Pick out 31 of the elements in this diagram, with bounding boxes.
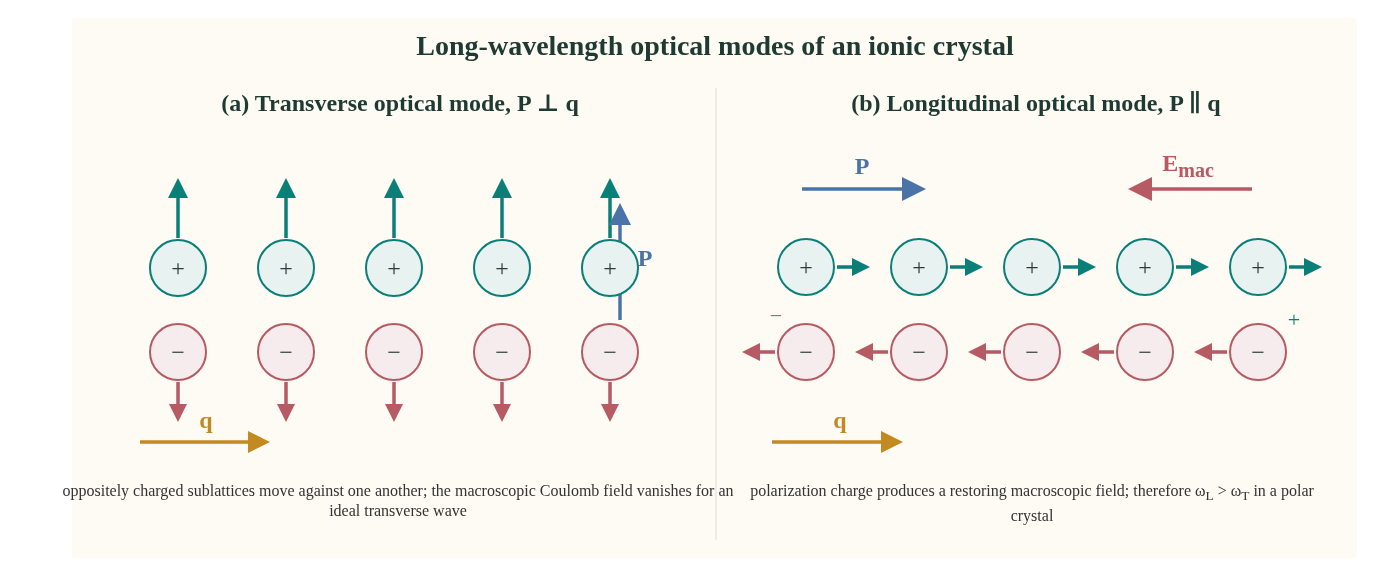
displacement-arrow <box>1176 258 1209 276</box>
vector-label: q <box>199 406 213 434</box>
panel-caption: oppositely charged sublattices move against one another; the macroscopic Coulomb field vanishes for an ideal transverse wave <box>61 481 735 521</box>
panel-heading: (a) Transverse optical mode, P ⊥ q <box>221 89 579 117</box>
displacement-arrow <box>968 343 1001 361</box>
vector-label: E$_{mac}$ <box>1162 150 1214 182</box>
displacement-arrow <box>277 382 295 422</box>
displacement-arrow <box>384 178 404 238</box>
displacement-arrow <box>492 178 512 238</box>
panel-heading: (b) Longitudinal optical mode, P ∥ q <box>851 89 1221 117</box>
displacement-arrow <box>276 178 296 238</box>
displacement-arrow <box>1194 343 1227 361</box>
displacement-arrow <box>837 258 870 276</box>
charge-label: + <box>1287 307 1301 333</box>
vector-label: P <box>854 152 870 180</box>
vector-label: q <box>833 406 847 434</box>
displacement-arrow <box>385 382 403 422</box>
displacement-arrow <box>169 382 187 422</box>
diagram-title: Long-wavelength optical modes of an ionic crystal <box>416 30 1014 62</box>
displacement-arrow <box>742 343 775 361</box>
displacement-arrow <box>950 258 983 276</box>
panel-caption: polarization charge produces a restoring macroscopic field; therefore ω$_{L}$ > ω$_{T}$ in a polar crystal <box>749 481 1315 527</box>
displacement-arrow <box>1063 258 1096 276</box>
displacement-arrow <box>601 382 619 422</box>
displacement-arrow <box>600 178 620 238</box>
vector-label: P <box>637 244 653 272</box>
displacement-arrow <box>1289 258 1322 276</box>
displacement-arrow <box>493 382 511 422</box>
displacement-arrow <box>855 343 888 361</box>
displacement-arrow <box>168 178 188 238</box>
displacement-arrow <box>1081 343 1114 361</box>
